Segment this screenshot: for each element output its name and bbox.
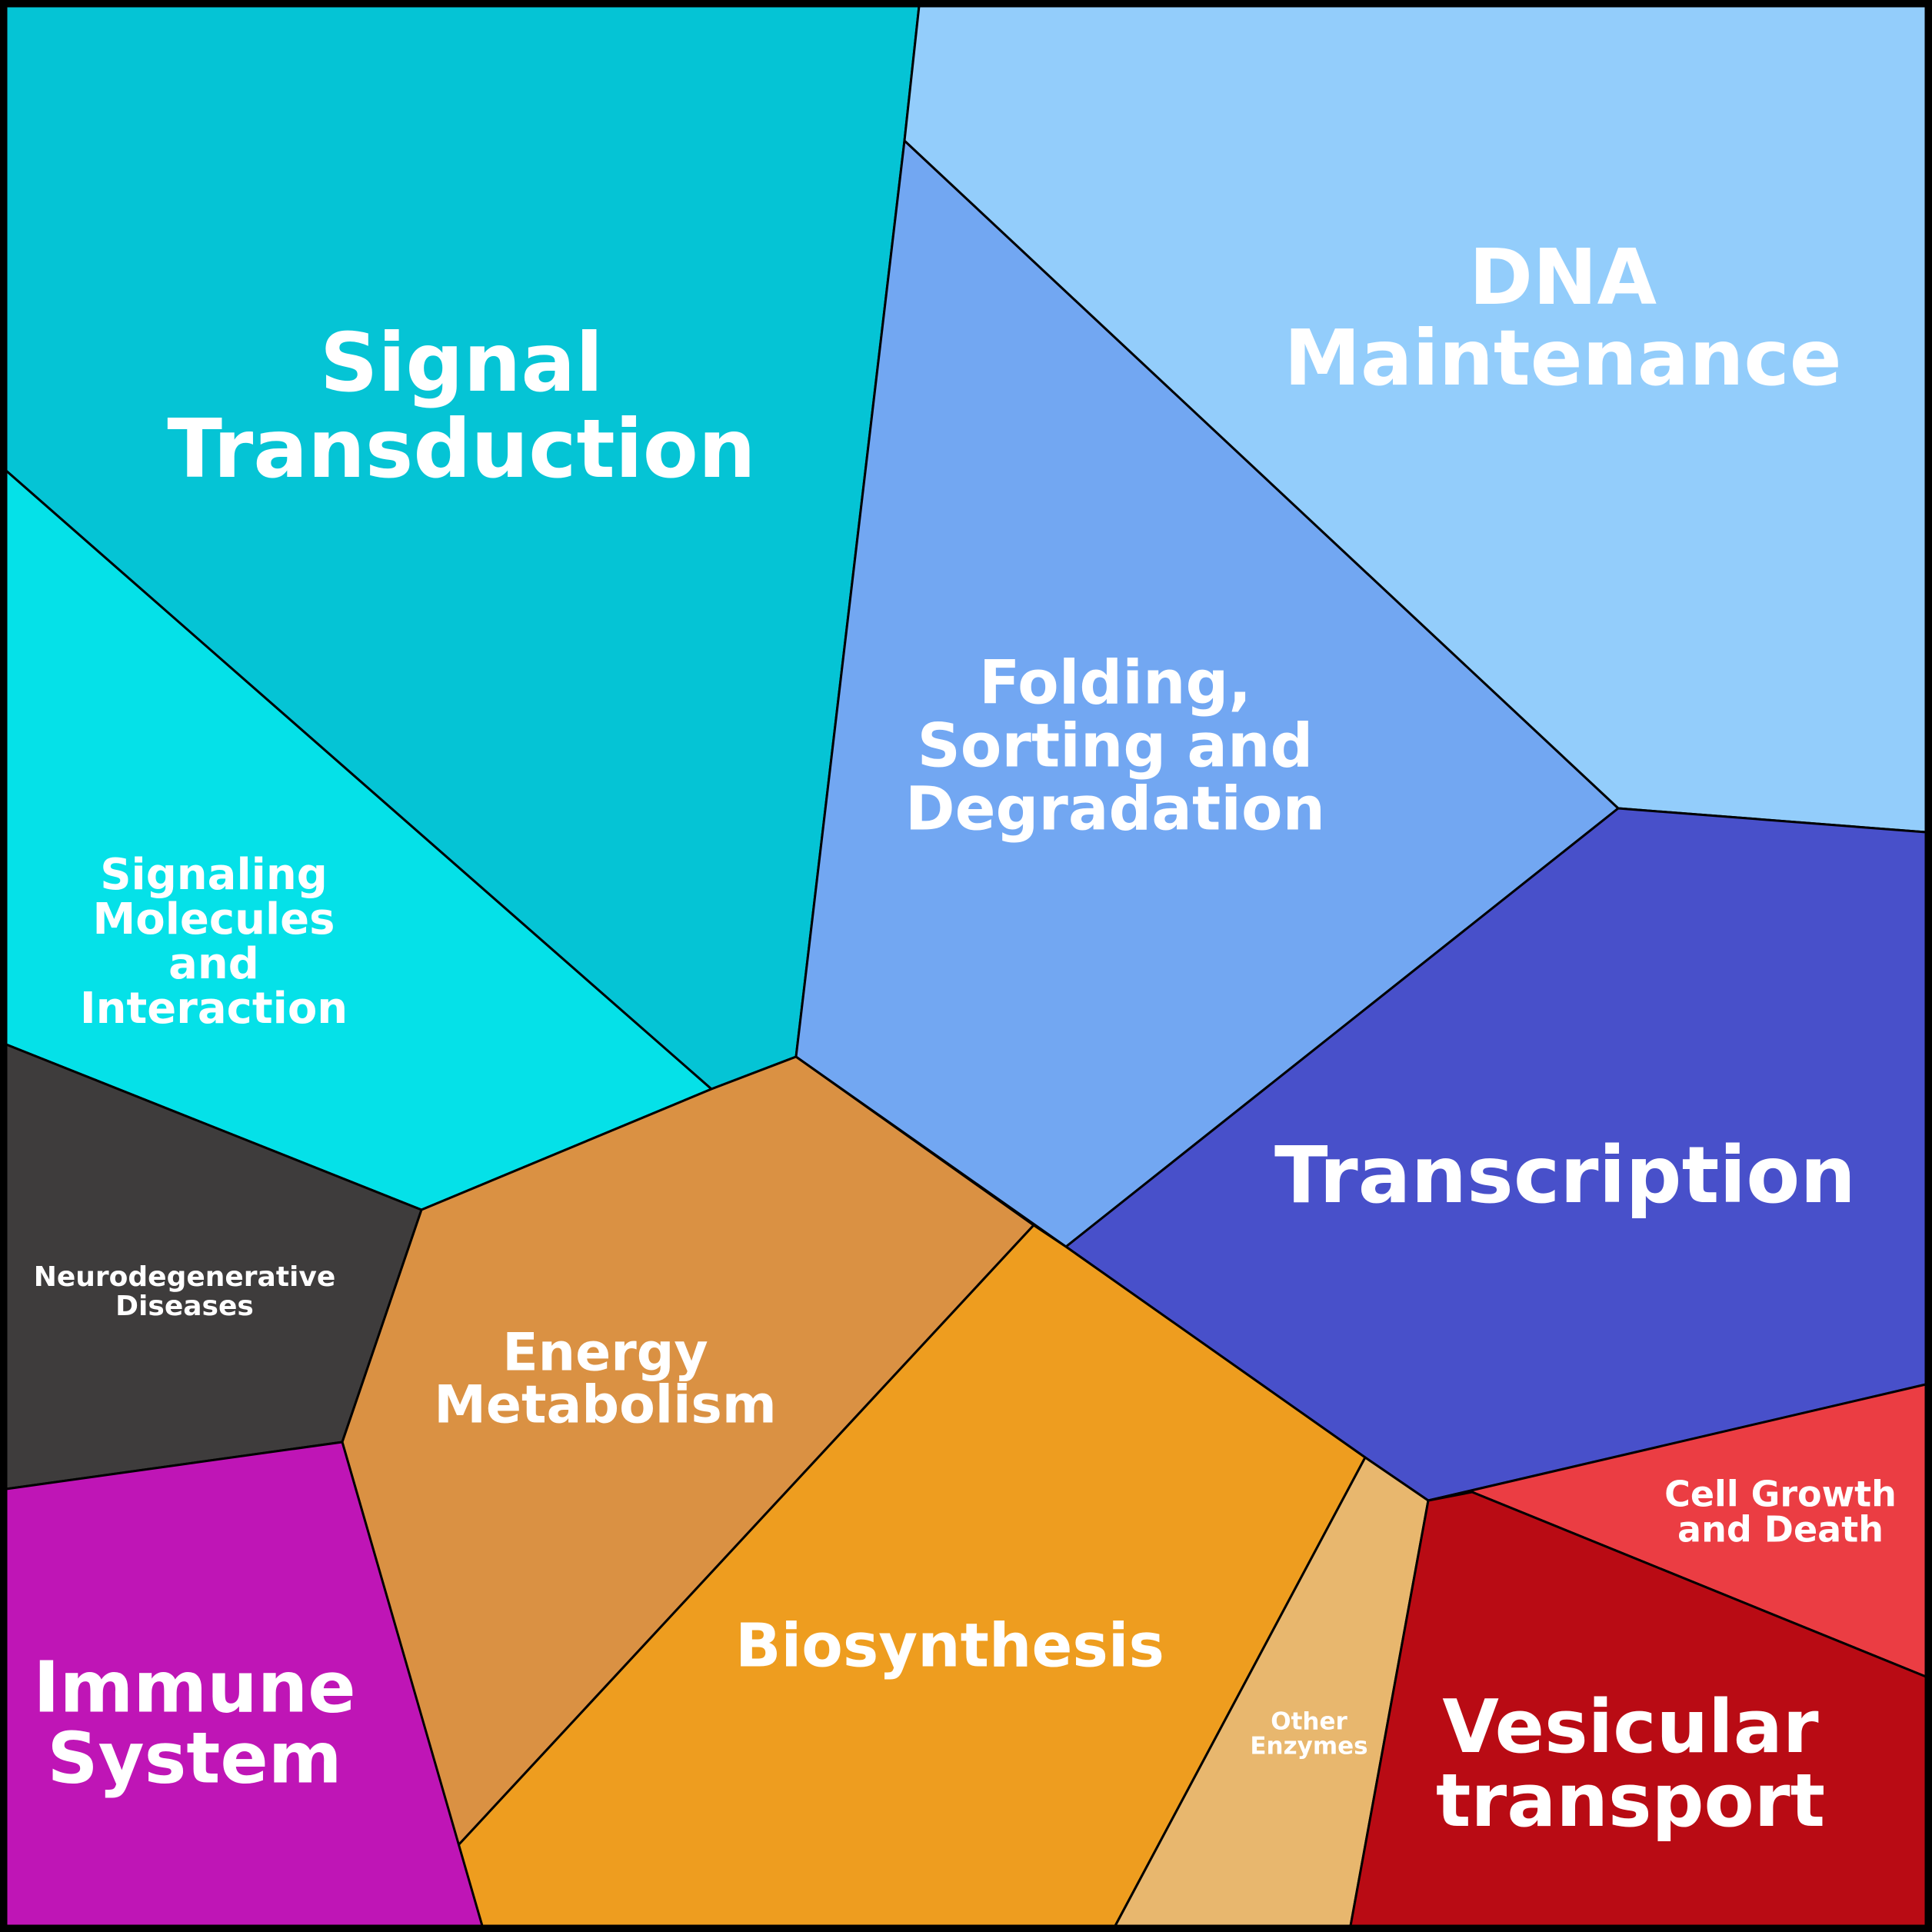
region-label-line: Folding,	[979, 648, 1251, 718]
region-label-line: Cell Growth	[1664, 1474, 1897, 1515]
region-label-line: Signaling	[100, 850, 328, 900]
region-label-line: Immune	[33, 1646, 355, 1728]
region-label-line: and Death	[1677, 1509, 1884, 1551]
region-label-line: System	[47, 1717, 341, 1799]
region-label-line: Energy	[502, 1323, 708, 1384]
region-label-line: Sorting and	[918, 711, 1314, 781]
region-label-line: Interaction	[80, 984, 348, 1034]
region-label-line: Transduction	[167, 402, 755, 496]
region-label-line: Molecules	[93, 894, 335, 944]
region-label-line: and	[168, 939, 259, 989]
region-label-line: Maintenance	[1284, 313, 1841, 403]
region-label-line: Biosynthesis	[735, 1611, 1164, 1681]
region-label-line: Transcription	[1274, 1130, 1856, 1221]
region-label-line: Signal	[320, 316, 603, 410]
region-label-line: Enzymes	[1250, 1733, 1367, 1760]
region-label-line: Neurodegenerative	[34, 1261, 336, 1293]
region-label-line: Other	[1271, 1708, 1347, 1736]
treemap-cells	[5, 5, 1927, 1927]
region-label-line: Metabolism	[434, 1375, 777, 1436]
region-label-line: Diseases	[115, 1291, 254, 1322]
region-label-line: Degradation	[905, 774, 1325, 844]
region-label-line: DNA	[1469, 232, 1657, 322]
region-label-transcription: Transcription	[1274, 1130, 1856, 1221]
region-label-line: Vesicular	[1442, 1685, 1818, 1770]
region-label-biosynthesis: Biosynthesis	[735, 1611, 1164, 1681]
region-label-line: transport	[1436, 1759, 1825, 1844]
